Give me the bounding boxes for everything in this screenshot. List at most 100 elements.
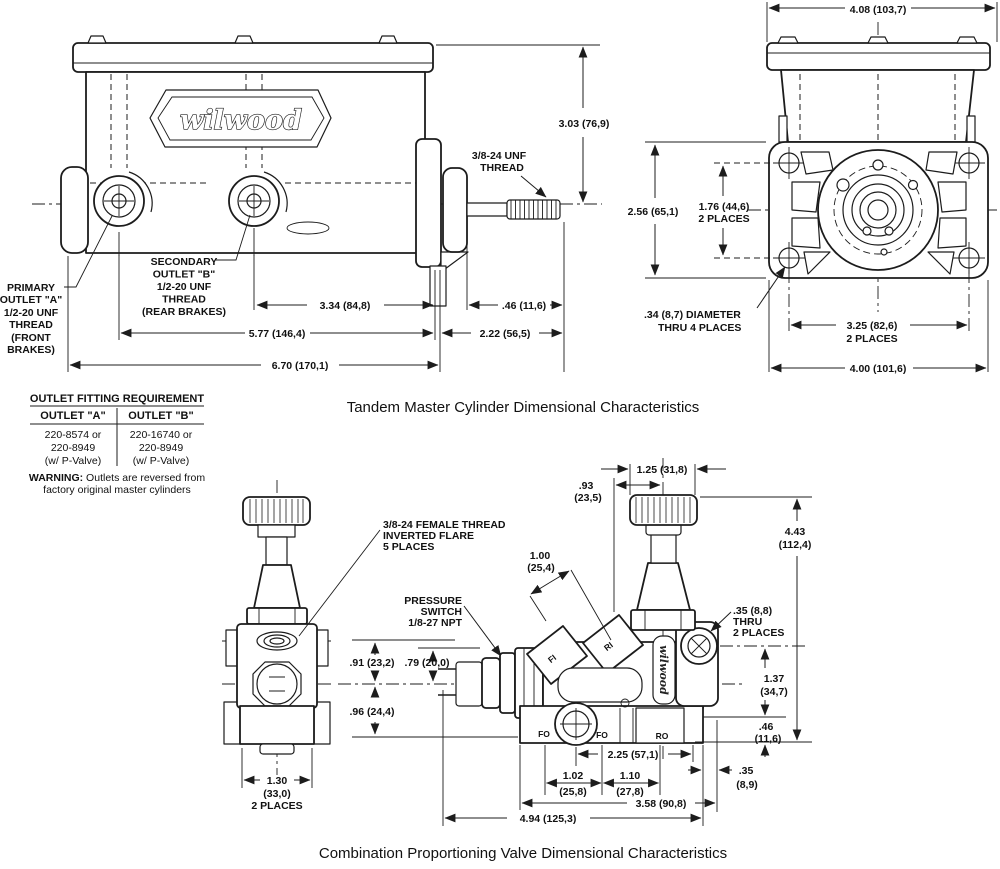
svg-text:3.25 (82,6): 3.25 (82,6) [847, 320, 898, 332]
svg-text:.79 (20,0): .79 (20,0) [405, 657, 450, 669]
svg-text:1/2-20 UNF: 1/2-20 UNF [157, 281, 212, 293]
dim-303: 3.03 (76,9) [436, 44, 610, 203]
svg-text:1.25 (31,8): 1.25 (31,8) [637, 464, 688, 476]
svg-text:2.25 (57,1): 2.25 (57,1) [608, 749, 659, 761]
prop-valve-front-view: 1.30 (33,0) 2 PLACES [222, 480, 332, 812]
dim-400: 4.00 (101,6) [768, 280, 989, 375]
flange-pockets [791, 151, 967, 275]
dim-408: 4.08 (103,7) [766, 2, 998, 42]
wilwood-logo-text: wilwood [180, 105, 302, 136]
svg-text:2 PLACES: 2 PLACES [733, 627, 784, 639]
flare-thread-label: 3/8-24 FEMALE THREAD INVERTED FLARE 5 PL… [298, 519, 506, 637]
table-col-a: OUTLET "A" [40, 410, 105, 422]
svg-text:THREAD: THREAD [480, 162, 524, 174]
svg-text:FO: FO [596, 730, 608, 740]
dim-325: 3.25 (82,6) 2 PLACES [788, 270, 970, 345]
valve-section-title: Combination Proportioning Valve Dimensio… [319, 845, 727, 862]
svg-text:5 PLACES: 5 PLACES [383, 541, 434, 553]
svg-text:(25,4): (25,4) [527, 562, 554, 574]
center-bore [817, 149, 939, 271]
svg-text:3/8-24 UNF: 3/8-24 UNF [472, 150, 527, 162]
dim-125: 1.25 (31,8) [601, 464, 726, 495]
svg-text:3.58 (90,8): 3.58 (90,8) [636, 798, 687, 810]
svg-text:wilwood: wilwood [657, 645, 670, 695]
svg-text:1.00: 1.00 [530, 550, 551, 562]
svg-text:(33,0): (33,0) [263, 788, 290, 800]
inlet-port-ri: RI [582, 614, 644, 674]
pushrod-assembly [415, 138, 561, 307]
svg-text:.35 (8,8): .35 (8,8) [733, 605, 772, 617]
svg-text:SECONDARY: SECONDARY [151, 256, 218, 268]
svg-text:(w/ P-Valve): (w/ P-Valve) [45, 455, 101, 467]
secondary-outlet-port [228, 171, 288, 227]
table-title: OUTLET FITTING REQUIREMENT [30, 393, 204, 405]
dim-670-text: 6.70 (170,1) [272, 360, 329, 372]
valve-knob-front [242, 496, 311, 566]
svg-text:(FRONT: (FRONT [11, 332, 51, 344]
master-cylinder-side-view: wilwood 3.03 (76,9) 3/8-24 UNF THREAD [0, 35, 610, 372]
master-cylinder-end-view: 4.08 (103,7) [628, 2, 998, 375]
svg-text:4.43: 4.43 [785, 526, 806, 538]
svg-text:(27,8): (27,8) [616, 786, 643, 798]
prop-valve-side-view: FI RI wilwood FO FO [338, 458, 812, 826]
svg-text:.91 (23,2): .91 (23,2) [350, 657, 395, 669]
dim-130: 1.30 (33,0) 2 PLACES [241, 748, 313, 812]
dim-096: .96 (24,4) [350, 686, 518, 738]
dim-100: 1.00 (25,4) [527, 550, 612, 641]
svg-text:THREAD: THREAD [9, 319, 53, 331]
inverted-flare-seat [256, 631, 298, 651]
svg-text:OUTLET "A": OUTLET "A" [0, 294, 62, 306]
svg-text:4.94 (125,3): 4.94 (125,3) [520, 813, 577, 825]
svg-text:(REAR BRAKES): (REAR BRAKES) [142, 306, 226, 318]
dim-046-text: .46 (11,6) [502, 300, 546, 312]
dim-334-text: 3.34 (84,8) [320, 300, 371, 312]
dim-093: .93 (23,5) [574, 478, 661, 612]
svg-text:3/8-24 FEMALE THREAD: 3/8-24 FEMALE THREAD [383, 519, 506, 531]
svg-text:(23,5): (23,5) [574, 492, 601, 504]
svg-text:2.56 (65,1): 2.56 (65,1) [628, 206, 679, 218]
dim-222-text: 2.22 (56,5) [480, 328, 531, 340]
svg-text:THRU 4 PLACES: THRU 4 PLACES [658, 322, 741, 334]
svg-text:1.10: 1.10 [620, 770, 641, 782]
svg-text:THREAD: THREAD [162, 294, 206, 306]
svg-text:2 PLACES: 2 PLACES [698, 213, 749, 225]
svg-text:4.00 (101,6): 4.00 (101,6) [850, 363, 907, 375]
svg-text:4.08 (103,7): 4.08 (103,7) [850, 4, 907, 16]
mounting-boss [675, 621, 719, 707]
dim-303-text: 3.03 (76,9) [559, 118, 610, 130]
svg-text:SWITCH: SWITCH [421, 606, 462, 618]
dim-256: 2.56 (65,1) [628, 141, 766, 279]
svg-text:RO: RO [656, 731, 669, 741]
wilwood-logo-badge: wilwood [149, 89, 332, 148]
svg-text:OUTLET "B": OUTLET "B" [153, 269, 215, 281]
svg-text:PRESSURE: PRESSURE [404, 595, 462, 607]
svg-text:220-16740 or: 220-16740 or [130, 429, 193, 441]
dims-master-bottom: 3.34 (84,8) .46 (11,6) 5.77 (146,4) 2.22… [67, 222, 565, 372]
wilwood-valve-badge: wilwood [652, 635, 676, 705]
primary-outlet-label: PRIMARY OUTLET "A" 1/2-20 UNF THREAD (FR… [0, 215, 113, 356]
svg-text:2 PLACES: 2 PLACES [251, 800, 302, 812]
svg-text:1.30: 1.30 [267, 775, 288, 787]
svg-text:(w/ P-Valve): (w/ P-Valve) [133, 455, 189, 467]
warning-line2: factory original master cylinders [43, 484, 191, 496]
svg-text:.34 (8,7) DIAMETER: .34 (8,7) DIAMETER [644, 309, 741, 321]
table-cell-b: 220-16740 or 220-8949 (w/ P-Valve) [130, 429, 193, 467]
svg-text:INVERTED FLARE: INVERTED FLARE [383, 530, 474, 542]
master-section-title: Tandem Master Cylinder Dimensional Chara… [347, 399, 700, 416]
svg-text:(34,7): (34,7) [760, 686, 787, 698]
svg-text:1.02: 1.02 [563, 770, 584, 782]
inlet-port-fi: FI [526, 625, 588, 685]
svg-text:BRAKES): BRAKES) [7, 344, 55, 356]
pressure-switch [438, 647, 544, 719]
table-col-b: OUTLET "B" [128, 410, 193, 422]
svg-text:1/8-27 NPT: 1/8-27 NPT [408, 617, 462, 629]
valve-knob-side [629, 494, 698, 631]
dim-577-text: 5.77 (146,4) [249, 328, 306, 340]
svg-text:220-8949: 220-8949 [139, 442, 184, 454]
svg-text:2 PLACES: 2 PLACES [846, 333, 897, 345]
svg-text:FO: FO [538, 729, 550, 739]
svg-text:1.76 (44,6): 1.76 (44,6) [699, 201, 750, 213]
svg-text:(8,9): (8,9) [736, 779, 758, 791]
dims-valve-bottom: 2.25 (57,1) 1.02 (25,8) 1.10 (27,8) .35 … [442, 690, 758, 826]
svg-text:(11,6): (11,6) [755, 733, 782, 745]
